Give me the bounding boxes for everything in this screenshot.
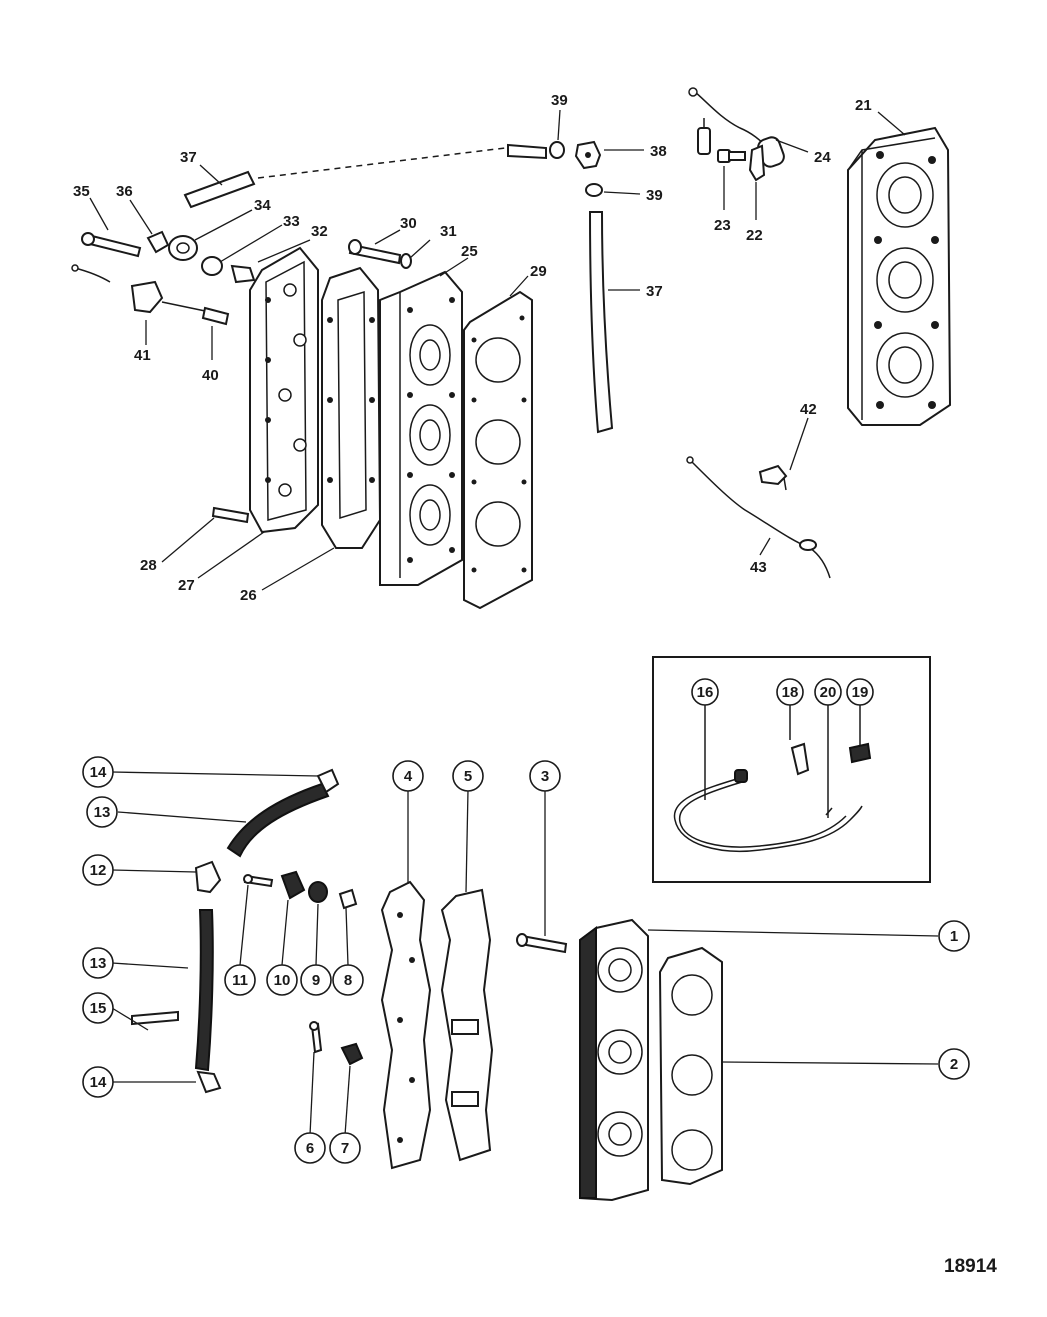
callout-2: 2 (950, 1056, 958, 1073)
callout-4: 4 (404, 768, 413, 785)
upper-callouts: 39 38 39 37 37 35 36 34 33 32 30 31 25 2… (73, 92, 872, 604)
bracket-42 (758, 464, 788, 491)
callout-31: 31 (440, 223, 457, 240)
cover-plate-41 (71, 264, 164, 314)
callout-28: 28 (140, 557, 157, 574)
lower-callouts: 14 13 12 13 15 14 11 10 9 8 6 7 4 5 3 1 … (82, 756, 970, 1164)
callout-19: 19 (852, 684, 869, 701)
callout-37-right: 37 (646, 283, 663, 300)
callout-32: 32 (311, 223, 328, 240)
callout-41: 41 (134, 347, 151, 364)
gasket-26 (321, 266, 382, 549)
hose-clamp-39-top (549, 141, 565, 159)
wire-lead-16 (673, 769, 863, 852)
callout-7: 7 (341, 1140, 349, 1157)
callout-39-lower: 39 (646, 187, 663, 204)
inset-box: 16 18 20 19 (652, 656, 931, 883)
clip-22 (748, 144, 766, 182)
grommet-9 (308, 881, 328, 903)
callout-13-bottom: 13 (90, 955, 107, 972)
callout-14-top: 14 (90, 764, 107, 781)
callout-8: 8 (344, 972, 352, 989)
callout-36: 36 (116, 183, 133, 200)
callout-26: 26 (240, 587, 257, 604)
callout-10: 10 (274, 972, 291, 989)
callout-14-bottom: 14 (90, 1074, 107, 1091)
spring-valve-40 (161, 301, 230, 326)
callout-13-top: 13 (94, 804, 111, 821)
cylinder-head-1 (579, 918, 649, 1202)
bolt-28 (211, 506, 250, 524)
plate-5 (440, 888, 494, 1162)
figure-number: 18914 (944, 1256, 997, 1277)
callout-12: 12 (90, 862, 107, 879)
bolt-35 (81, 232, 142, 258)
hose-13-upper (226, 782, 330, 858)
fitting-36 (146, 230, 170, 254)
gasket-2 (658, 946, 723, 1186)
exhaust-cover-27 (249, 246, 319, 534)
callout-27: 27 (178, 577, 195, 594)
bolt-30 (348, 239, 402, 265)
callout-35: 35 (73, 183, 90, 200)
wire-harness-43 (686, 456, 831, 579)
callout-18: 18 (782, 684, 799, 701)
water-hose-37-short (183, 143, 547, 209)
callout-39-top: 39 (551, 92, 568, 109)
callout-42: 42 (800, 401, 817, 418)
callout-15: 15 (90, 1000, 107, 1017)
callout-37-left: 37 (180, 149, 197, 166)
callout-16: 16 (697, 684, 714, 701)
thermostat-33 (201, 256, 256, 284)
gasket-4 (380, 880, 432, 1170)
thermostat-housing-34 (168, 235, 198, 261)
callout-20: 20 (820, 684, 837, 701)
callout-29: 29 (530, 263, 547, 280)
hose-13-lower (194, 909, 214, 1072)
callout-43: 43 (750, 559, 767, 576)
callout-1: 1 (950, 928, 958, 945)
callout-24: 24 (814, 149, 831, 166)
cylinder-head-21 (847, 126, 952, 426)
callout-23: 23 (714, 217, 731, 234)
head-gasket-29 (463, 290, 533, 610)
callout-33: 33 (283, 213, 300, 230)
bolt-15 (131, 1010, 179, 1026)
temperature-sensor-24 (688, 87, 785, 168)
elbow-7 (340, 1042, 364, 1066)
hose-clamp-39-lower (585, 183, 603, 197)
bolt-3 (516, 933, 568, 954)
cylinder-head-25 (379, 270, 463, 586)
callout-11: 11 (232, 972, 248, 989)
callout-30: 30 (400, 215, 417, 232)
upper-leader-lines (89, 109, 906, 591)
callout-5: 5 (464, 768, 472, 785)
callout-22: 22 (746, 227, 763, 244)
inset-callouts: 16 18 20 19 (691, 678, 874, 706)
housing-10 (280, 870, 306, 900)
callout-34: 34 (254, 197, 271, 214)
screw-11 (243, 874, 274, 888)
screw-23 (717, 149, 746, 163)
callout-9: 9 (312, 972, 320, 989)
clamp-18 (790, 742, 810, 776)
callout-25: 25 (461, 243, 478, 260)
lower-leader-lines (111, 771, 939, 1136)
callout-21: 21 (855, 97, 872, 114)
terminal-19 (848, 742, 872, 764)
fitting-14-bottom (196, 1070, 222, 1094)
elbow-fitting-38 (574, 140, 602, 170)
valve-8 (338, 888, 358, 910)
washer-31 (400, 253, 412, 269)
fitting-12 (194, 860, 222, 894)
callout-38: 38 (650, 143, 667, 160)
screw-6 (309, 1021, 323, 1054)
water-hose-37-vertical (588, 211, 614, 434)
callout-6: 6 (306, 1140, 314, 1157)
screw-20 (825, 807, 833, 816)
fitting-14-top (316, 768, 340, 794)
callout-3: 3 (541, 768, 549, 785)
callout-40: 40 (202, 367, 219, 384)
